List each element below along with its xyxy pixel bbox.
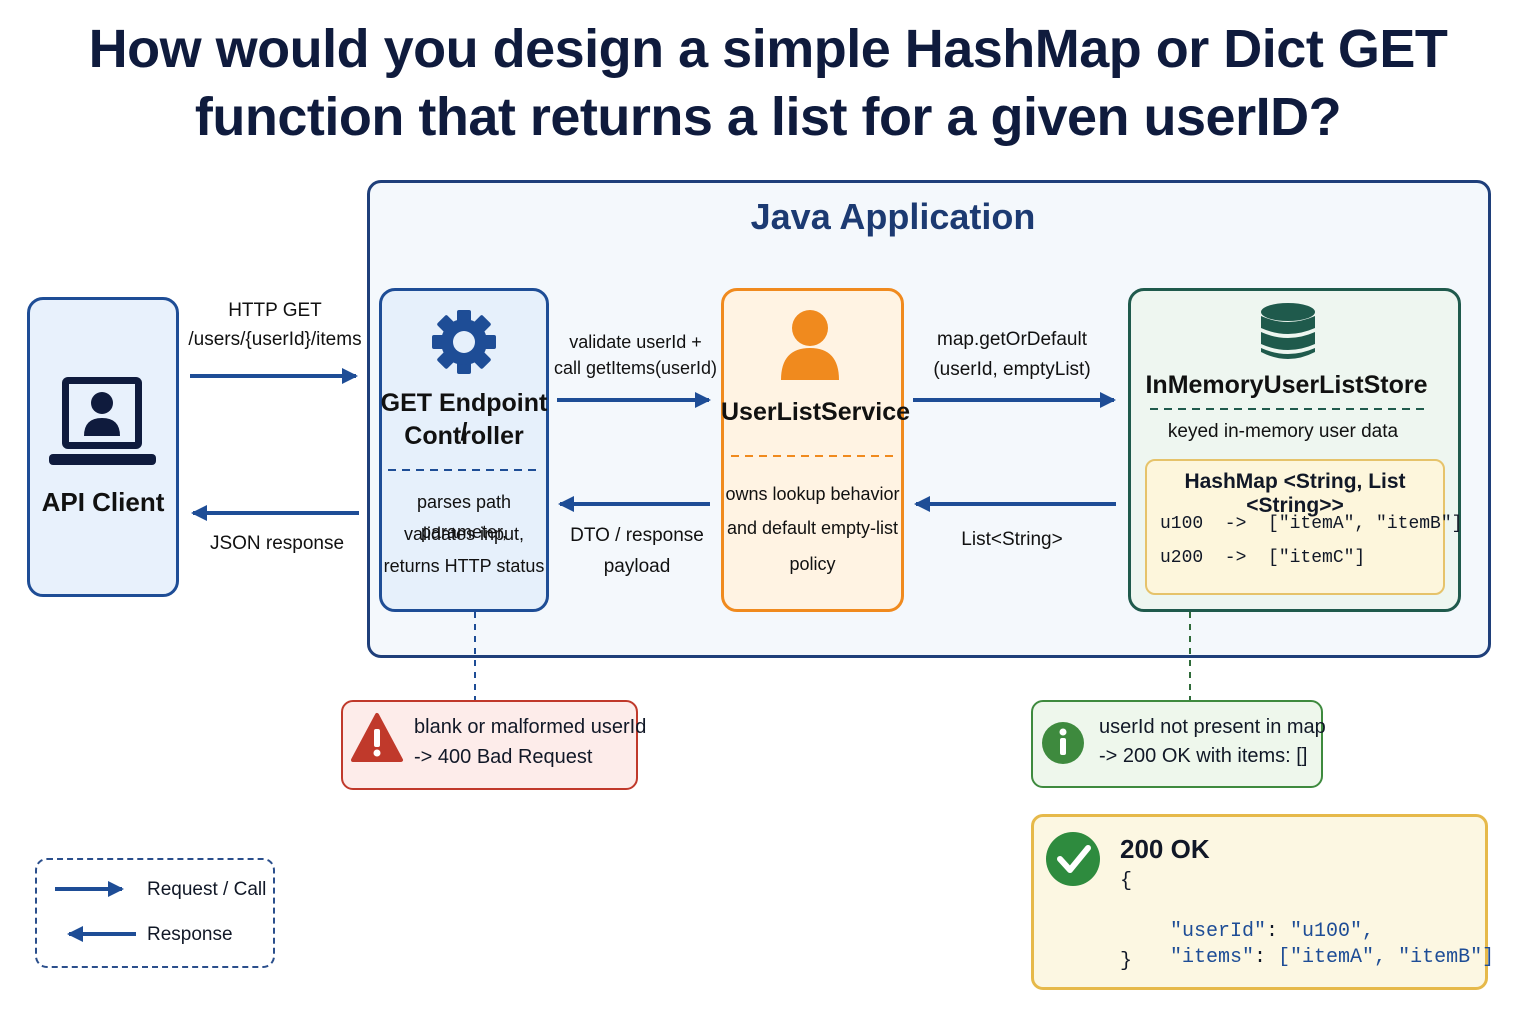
- service-desc-line3: policy: [789, 554, 836, 574]
- request-label-args: (userId, emptyList): [933, 359, 1091, 380]
- ok-json-val-items: ["itemA", "itemB"]: [1278, 946, 1495, 969]
- store-title: InMemoryUserListStore: [1145, 371, 1428, 399]
- service-desc-line1: owns lookup behavior: [725, 484, 900, 504]
- ok-json-colon-2: :: [1254, 946, 1279, 969]
- response-label-dto: DTO / response: [570, 525, 704, 546]
- request-label-call: call getItems(userId): [553, 358, 718, 378]
- database-icon: [1261, 303, 1315, 359]
- response-label-list: List<String>: [961, 529, 1063, 550]
- info-note-line1: userId not present in map: [1099, 716, 1326, 738]
- info-note-line2: -> 200 OK with items: []: [1099, 745, 1308, 767]
- java-application-title: Java Application: [750, 196, 1036, 237]
- laptop-user-icon: [49, 377, 156, 465]
- info-icon: [1042, 722, 1084, 764]
- ok-json-line1: "userId": "u100",: [1146, 897, 1374, 943]
- ok-json-key-items: "items": [1170, 946, 1255, 969]
- store-subtitle: keyed in-memory user data: [1167, 421, 1399, 442]
- controller-desc-line3: returns HTTP status: [383, 556, 545, 576]
- page-title-line2: function that returns a list for a given…: [194, 87, 1342, 147]
- controller-title-line2: Controller: [404, 422, 524, 450]
- ok-json-open: {: [1120, 870, 1133, 893]
- error-note-line1: blank or malformed userId: [414, 716, 647, 738]
- ok-status: 200 OK: [1120, 834, 1210, 864]
- request-label-http-get: HTTP GET: [228, 300, 322, 321]
- ok-json-colon-1: :: [1266, 920, 1291, 943]
- ok-json-close: }: [1120, 950, 1133, 973]
- legend-box: [35, 858, 275, 968]
- request-label-validate: validate userId +: [569, 332, 702, 352]
- response-label-payload: payload: [603, 556, 671, 577]
- ok-json-val-userid: "u100",: [1290, 920, 1375, 943]
- user-icon: [781, 310, 839, 380]
- controller-desc-line1: parses path parameter,: [416, 492, 512, 542]
- ok-response-box: [1031, 814, 1488, 990]
- gear-icon: [432, 310, 496, 374]
- ok-json-line2: "items": ["itemA", "itemB"]: [1146, 923, 1494, 969]
- response-label-json: JSON response: [209, 533, 345, 554]
- page-title-line1: How would you design a simple HashMap or…: [88, 19, 1448, 79]
- hashmap-title: HashMap <String, List <String>>: [1184, 470, 1406, 517]
- controller-title-line1: GET Endpoint /: [380, 389, 548, 446]
- controller-desc-line2: validates input,: [403, 524, 525, 544]
- service-desc-line2: and default empty-list: [726, 518, 899, 538]
- request-label-getordefault: map.getOrDefault: [937, 329, 1087, 350]
- warning-icon: [351, 713, 403, 762]
- service-title: UserListService: [721, 398, 911, 426]
- legend-response-label: Response: [147, 924, 233, 945]
- api-client-label: API Client: [41, 487, 165, 517]
- error-note-line2: -> 400 Bad Request: [414, 746, 593, 768]
- legend-request-label: Request / Call: [147, 879, 267, 900]
- request-label-path: /users/{userId}/items: [188, 329, 362, 350]
- hashmap-row-2: u200 -> ["itemC"]: [1160, 548, 1366, 568]
- checkmark-icon: [1046, 832, 1100, 886]
- hashmap-box: [1145, 459, 1445, 595]
- hashmap-row-1: u100 -> ["itemA", "itemB"]: [1160, 514, 1463, 534]
- ok-json-key-userid: "userId": [1170, 920, 1267, 943]
